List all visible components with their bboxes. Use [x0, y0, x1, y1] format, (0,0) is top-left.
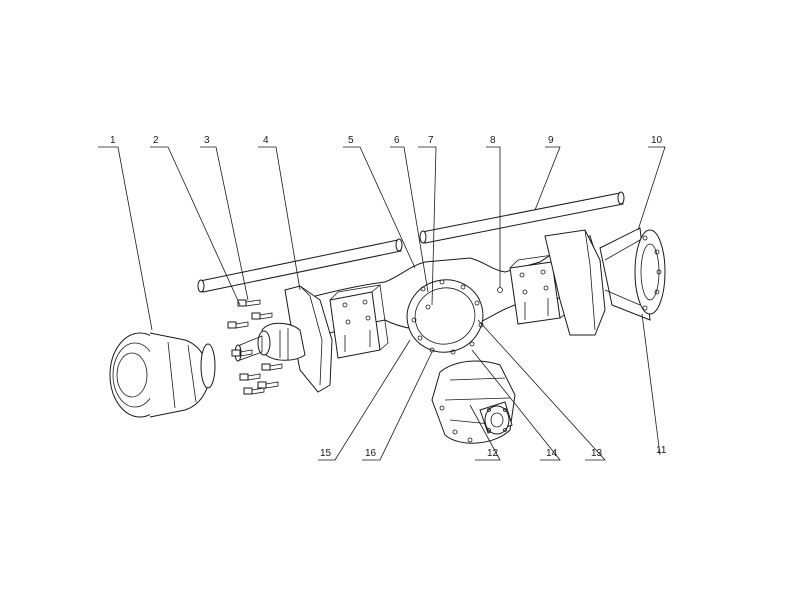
callout-9: 9 — [548, 135, 554, 146]
right-wheel-hub — [599, 227, 666, 321]
callout-15: 15 — [320, 448, 332, 459]
flange-bolts — [227, 299, 283, 395]
callout-labels: 1 2 3 4 5 6 7 8 9 10 11 12 13 14 15 16 — [110, 135, 667, 459]
differential-housing-opening — [406, 279, 484, 355]
callout-1: 1 — [110, 135, 116, 146]
bolt — [231, 349, 253, 357]
left-brake-flange — [234, 285, 333, 393]
right-brake-flange — [544, 229, 606, 336]
callout-10: 10 — [651, 135, 663, 146]
callout-3: 3 — [204, 135, 210, 146]
bolt — [237, 299, 261, 307]
left-wheel-hub — [109, 332, 216, 418]
callout-7: 7 — [428, 135, 434, 146]
bolt — [239, 373, 261, 381]
leader-lines — [98, 146, 666, 461]
axle-shaft-left — [197, 238, 403, 293]
callout-16: 16 — [365, 448, 377, 459]
callout-6: 6 — [394, 135, 400, 146]
callout-13: 13 — [591, 448, 603, 459]
bolt — [257, 381, 279, 389]
callout-4: 4 — [263, 135, 269, 146]
differential-carrier — [431, 360, 516, 444]
bolt — [261, 363, 283, 371]
bolt — [251, 312, 273, 320]
axle-shaft-right — [419, 191, 625, 244]
bolt — [227, 321, 249, 329]
bolt — [243, 387, 265, 395]
callout-5: 5 — [348, 135, 354, 146]
callout-12: 12 — [487, 448, 499, 459]
callout-8: 8 — [490, 135, 496, 146]
callout-11: 11 — [656, 445, 667, 456]
callout-14: 14 — [546, 448, 558, 459]
callout-2: 2 — [153, 135, 159, 146]
